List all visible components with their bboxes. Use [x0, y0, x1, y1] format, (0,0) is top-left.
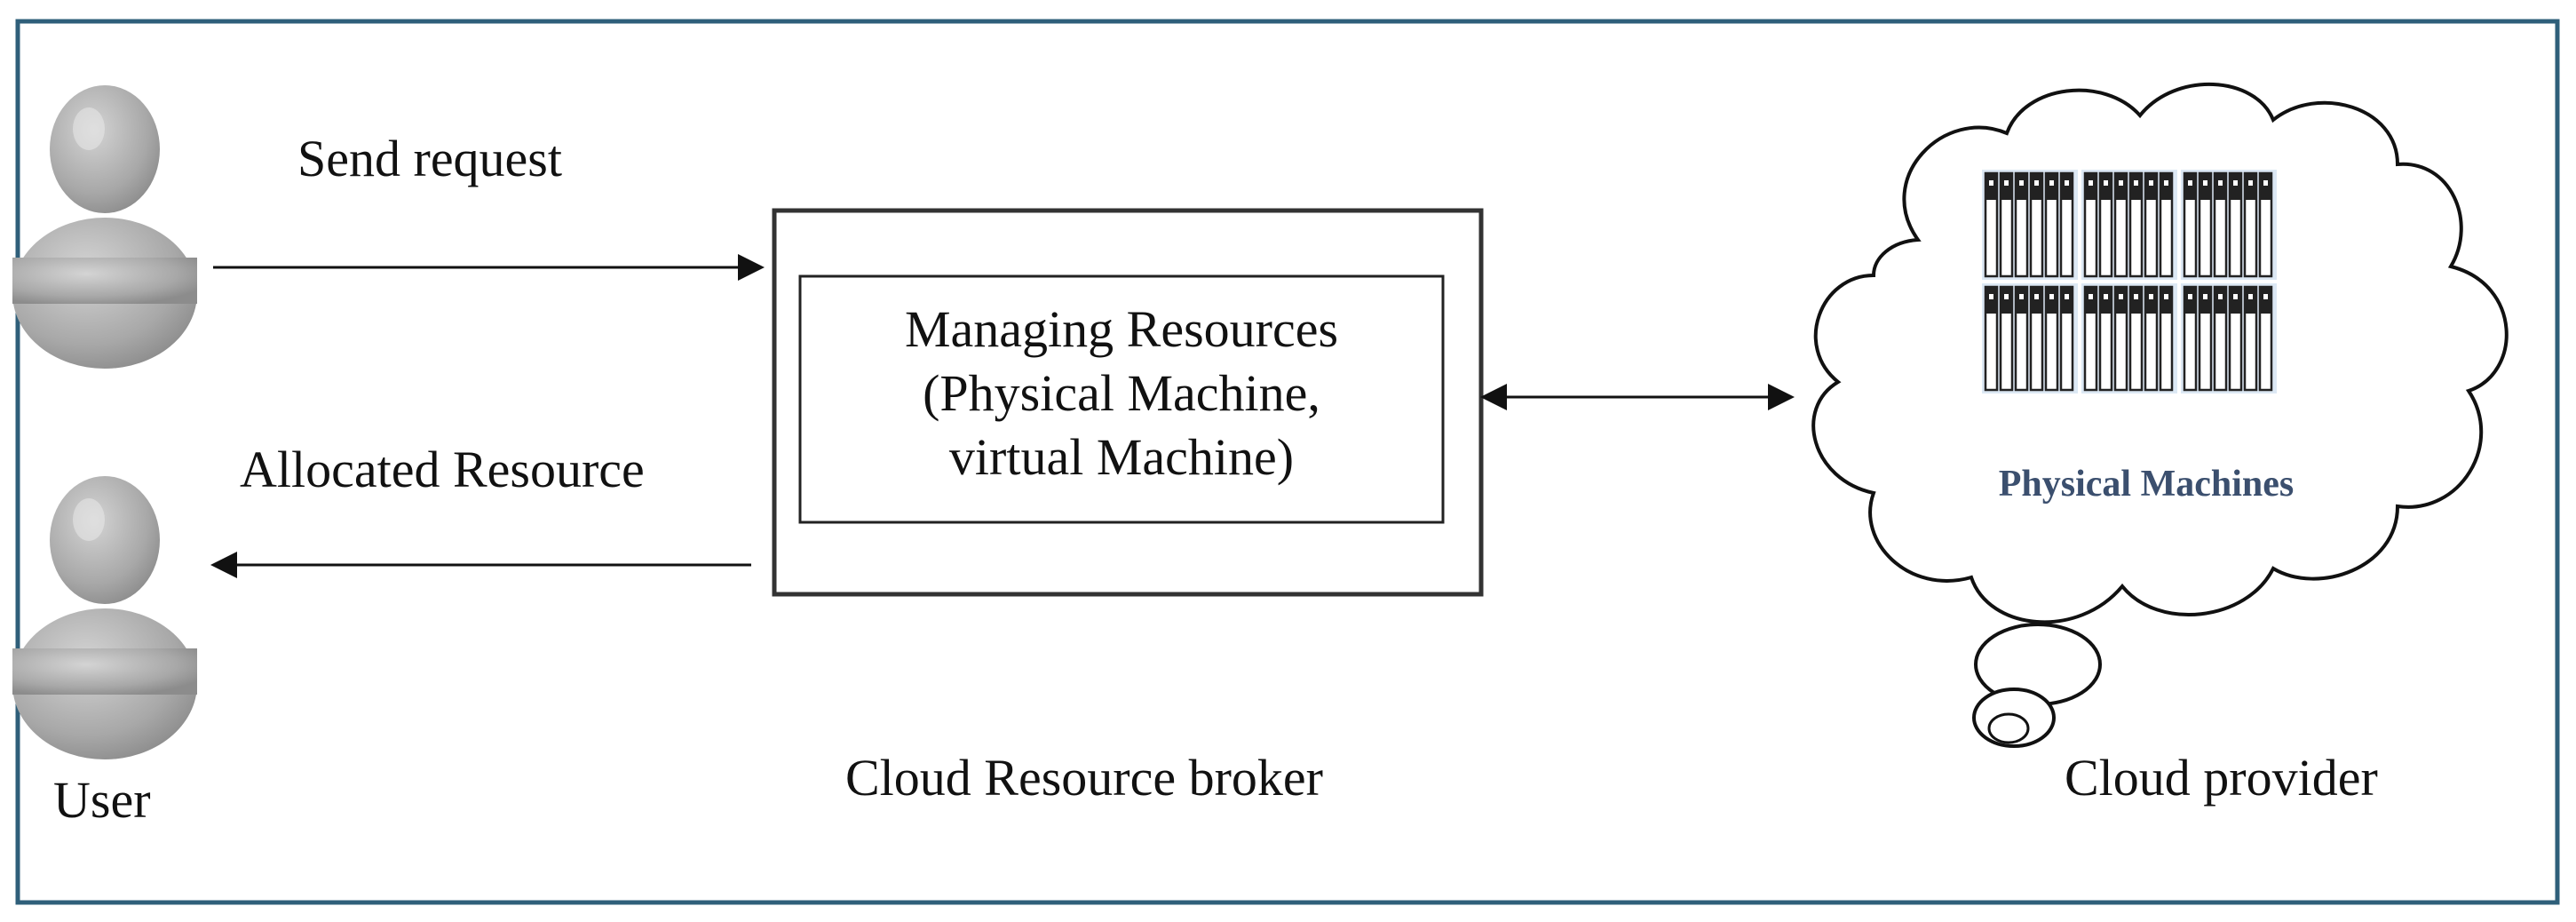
provider-label: Cloud provider	[2065, 749, 2378, 807]
server-group	[2081, 170, 2177, 280]
managing-resources-line1: Managing Resources	[905, 300, 1338, 358]
broker-inner-box	[798, 274, 1445, 524]
allocated-resource-label: Allocated Resource	[240, 441, 645, 498]
server-group	[1982, 170, 2078, 280]
broker-label: Cloud Resource broker	[845, 749, 1323, 807]
server-group	[2181, 283, 2277, 393]
server-rack-icon	[1982, 170, 2277, 393]
server-group	[2081, 283, 2177, 393]
server-group	[1982, 283, 2078, 393]
send-request-label: Send request	[297, 130, 562, 187]
outer-frame	[15, 19, 2560, 905]
user-label: User	[53, 771, 151, 829]
user-icon-bottom	[12, 476, 197, 759]
managing-resources-line2: (Physical Machine,	[923, 364, 1320, 422]
server-group	[2181, 170, 2277, 280]
managing-resources-line3: virtual Machine)	[949, 428, 1294, 486]
user-icon-top	[12, 85, 197, 369]
physical-machines-label: Physical Machines	[1999, 464, 2295, 505]
